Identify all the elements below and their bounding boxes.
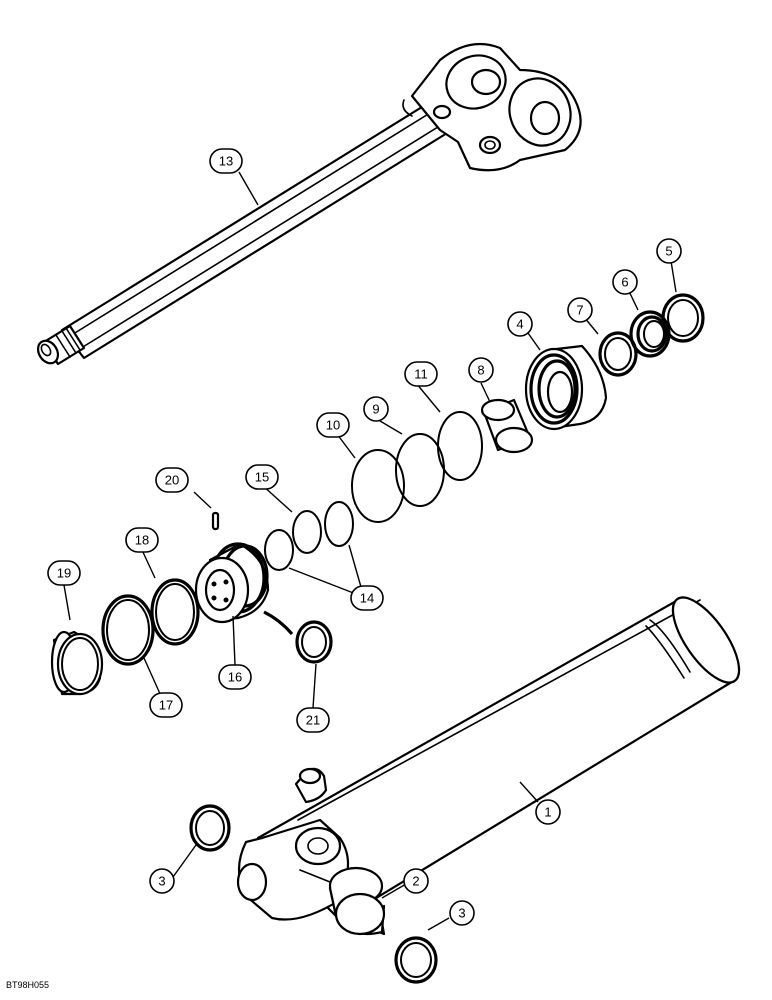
svg-text:19: 19: [57, 566, 71, 581]
callout-1: 1: [535, 799, 561, 825]
backup-ring-part-9: [395, 433, 445, 507]
piston-ring-part-18: [150, 578, 200, 646]
callout-20: 20: [155, 467, 189, 493]
callout-8: 8: [468, 357, 494, 383]
callout-3-lower: 3: [449, 900, 475, 926]
callout-13: 13: [209, 148, 243, 174]
snap-ring-part-3-upper: [189, 804, 231, 852]
svg-text:18: 18: [135, 533, 149, 548]
callout-21: 21: [296, 707, 330, 733]
o-ring-part-14-a: [324, 501, 354, 547]
svg-text:14: 14: [360, 591, 374, 606]
svg-text:20: 20: [165, 473, 179, 488]
callout-9: 9: [363, 396, 389, 422]
cylinder-barrel-part-1: [236, 596, 741, 922]
callout-6: 6: [612, 269, 638, 295]
svg-text:2: 2: [412, 874, 419, 889]
svg-text:21: 21: [306, 713, 320, 728]
callout-19: 19: [47, 560, 81, 586]
piston-part-16: [194, 542, 270, 624]
callout-16: 16: [218, 664, 252, 690]
callout-11: 11: [404, 361, 438, 387]
seal-part-15: [292, 510, 322, 554]
seal-ring-part-17: [101, 594, 155, 666]
svg-text:4: 4: [516, 317, 523, 332]
svg-text:16: 16: [228, 670, 242, 685]
svg-text:6: 6: [621, 275, 628, 290]
callout-5: 5: [656, 238, 682, 264]
svg-text:13: 13: [219, 154, 233, 169]
retaining-ring-part-21: [263, 610, 333, 664]
o-ring-part-14-b: [264, 529, 294, 571]
rod-seal-part-6: [629, 310, 671, 358]
callout-2: 2: [403, 868, 429, 894]
callout-7: 7: [567, 297, 593, 323]
o-ring-part-10: [351, 449, 405, 523]
snap-ring-part-3-lower: [394, 936, 438, 984]
svg-text:1: 1: [544, 805, 551, 820]
wear-ring-part-19: [50, 630, 104, 696]
callout-4: 4: [507, 311, 533, 337]
svg-text:11: 11: [414, 367, 428, 382]
callout-18: 18: [125, 527, 159, 553]
callout-10: 10: [316, 412, 350, 438]
svg-text:9: 9: [372, 402, 379, 417]
svg-text:8: 8: [477, 363, 484, 378]
svg-text:3: 3: [158, 874, 165, 889]
backup-ring-part-7: [598, 331, 638, 377]
figure-code: BT98H055: [6, 980, 49, 990]
svg-text:7: 7: [576, 303, 583, 318]
svg-text:3: 3: [458, 906, 465, 921]
leader-lines: [63, 171, 677, 931]
piston-rod-part-13: [36, 42, 582, 366]
pin-part-20: [211, 511, 220, 531]
bearing-part-8: [480, 398, 534, 454]
bushing-part-2: [328, 866, 386, 936]
svg-text:17: 17: [159, 698, 173, 713]
callout-15: 15: [245, 464, 279, 490]
callout-17: 17: [149, 692, 183, 718]
callout-14: 14: [350, 585, 384, 611]
svg-text:5: 5: [665, 244, 672, 259]
svg-text:15: 15: [255, 470, 269, 485]
svg-text:10: 10: [326, 418, 340, 433]
gland-part-4: [524, 344, 608, 431]
callout-3-upper: 3: [149, 868, 175, 894]
